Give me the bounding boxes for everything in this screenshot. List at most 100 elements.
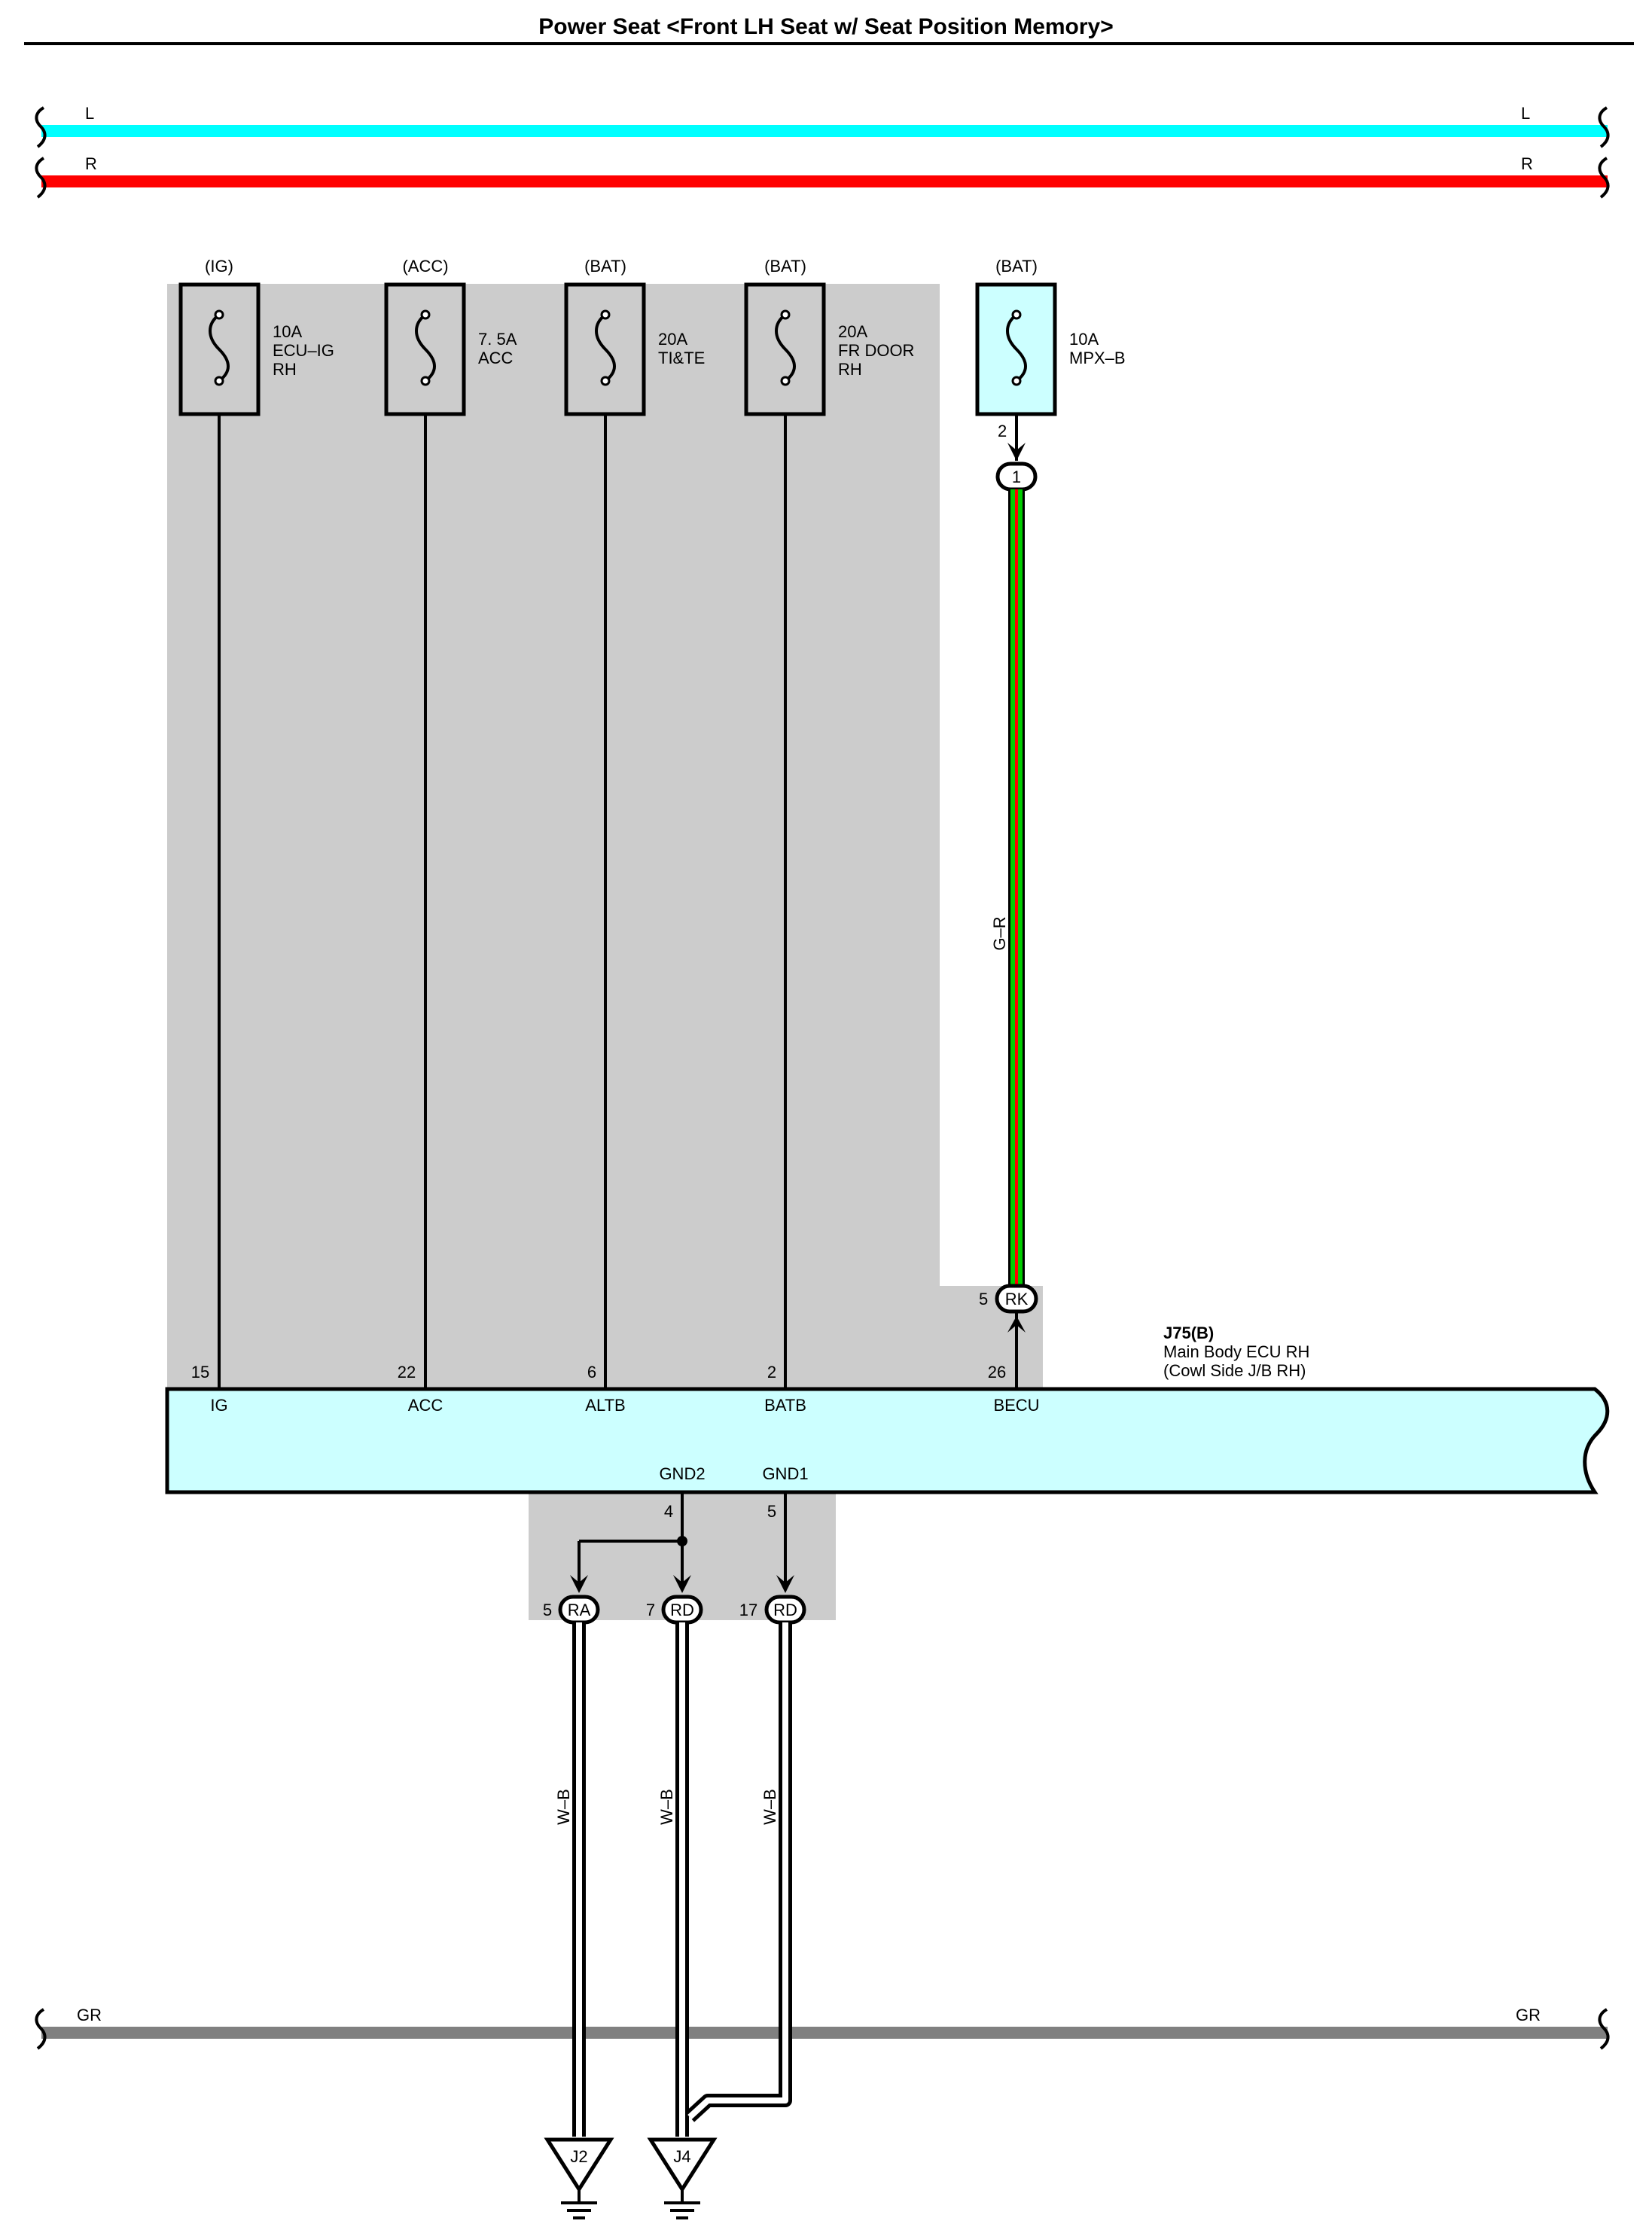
ground-triangle	[647, 2137, 718, 2193]
fuse-terminal	[1011, 376, 1022, 386]
bus-R-left-label: R	[85, 154, 97, 173]
fuse-element	[595, 313, 616, 382]
fuse-rating: 10A	[273, 322, 302, 341]
ground-wire-code: W–B	[554, 1789, 573, 1825]
fuse-terminal	[600, 376, 611, 386]
fuse-terminal	[214, 376, 224, 386]
ecu-pin-number: 6	[587, 1363, 596, 1382]
rk-pin-number: 5	[979, 1290, 988, 1308]
ground-circuit: 4 5 5 RA 7 RD 17 RD W–B W–B W–B J2	[543, 1492, 806, 2219]
fuse-name-2: RH	[273, 360, 297, 379]
bus-R-right-label: R	[1521, 154, 1533, 173]
bus-GR-left-break	[35, 2008, 47, 2050]
bus-L-right-break	[1598, 106, 1610, 148]
fuse-terminal	[780, 309, 791, 320]
fuse-element	[1006, 313, 1027, 382]
ground-label: J2	[570, 2147, 587, 2166]
ground-point-j2: J2	[544, 2137, 614, 2219]
fuse-mpx-b: (BAT) 10A MPX–B	[975, 257, 1126, 416]
fuse-pin-number: 2	[998, 422, 1007, 440]
fuse-name-2: RH	[838, 360, 862, 379]
ecu-pin-name: ALTB	[585, 1396, 625, 1415]
bus-L-left-break	[35, 106, 47, 148]
connector-1-label: 1	[1012, 468, 1021, 486]
ecu-name: Main Body ECU RH	[1163, 1342, 1309, 1361]
ground-wire-code: W–B	[657, 1789, 676, 1825]
fuse-element	[209, 313, 230, 382]
ground-pin-number: 4	[664, 1502, 673, 1521]
splice-point	[677, 1536, 687, 1546]
bus-GR: GR GR	[35, 2006, 1610, 2050]
connector-rd-label: RD	[670, 1601, 694, 1619]
fuse-name: ECU–IG	[273, 341, 334, 360]
connector-rd-label: RD	[773, 1601, 797, 1619]
fuse-rating: 20A	[658, 330, 687, 349]
fuse-name: MPX–B	[1069, 349, 1126, 367]
fuse-source: (IG)	[205, 257, 233, 276]
ground-wire-code: W–B	[760, 1789, 779, 1825]
fuse-ecu-ig-rh: (IG) 10A ECU–IG RH	[178, 257, 334, 416]
ecu-pin-number: 22	[398, 1363, 416, 1382]
bus-R-left-break	[35, 157, 47, 199]
wire-w-b-rd-17-inner	[687, 1622, 788, 2119]
bus-L: L L	[35, 104, 1610, 148]
fuse-terminal	[214, 309, 224, 320]
ecu-pin-number: 26	[988, 1363, 1006, 1382]
ground-connector-pin: 5	[543, 1601, 552, 1619]
ecu-pin-name: BECU	[993, 1396, 1039, 1415]
fuse-name: TI&TE	[658, 349, 705, 367]
connector-arrow	[570, 1575, 588, 1593]
ecu-ground-pin-name: GND2	[659, 1464, 705, 1483]
bus-L-right-label: L	[1521, 104, 1530, 123]
bus-GR-right-label: GR	[1516, 2006, 1541, 2024]
ground-triangle	[544, 2137, 614, 2193]
fuse-element	[415, 313, 436, 382]
bus-R: R R	[35, 154, 1610, 199]
ecu-pin-number: 2	[767, 1363, 776, 1382]
fuse-terminal	[420, 309, 431, 320]
ecu-box	[165, 1387, 1610, 1494]
connector-arrow	[673, 1575, 691, 1593]
fuse-element	[775, 313, 796, 382]
wire-g-r-stripe	[1015, 489, 1018, 1286]
ground-connector-pin: 7	[646, 1601, 655, 1619]
connector-arrow	[1007, 443, 1026, 461]
ground-point-j4: J4	[647, 2137, 718, 2219]
fuse-name: FR DOOR	[838, 341, 914, 360]
ground-connector-pin: 17	[739, 1601, 757, 1619]
fuse-rating: 10A	[1069, 330, 1099, 349]
ground-label: J4	[673, 2147, 690, 2166]
junction-block-wires	[218, 414, 787, 1389]
fuse-terminal	[1011, 309, 1022, 320]
bus-R-right-break	[1598, 157, 1610, 199]
ecu-ground-pin-name: GND1	[762, 1464, 808, 1483]
bus-GR-left-label: GR	[77, 2006, 102, 2024]
diagram-title: Power Seat <Front LH Seat w/ Seat Positi…	[538, 14, 1114, 39]
wire-color-code: G–R	[990, 916, 1009, 950]
ecu-location: (Cowl Side J/B RH)	[1163, 1361, 1306, 1380]
fuse-source: (BAT)	[764, 257, 806, 276]
fuse-source: (BAT)	[584, 257, 626, 276]
fuse-source: (BAT)	[995, 257, 1038, 276]
fuse-rating: 20A	[838, 322, 867, 341]
fuse-terminal	[600, 309, 611, 320]
ground-pin-number: 5	[767, 1502, 776, 1521]
ecu-pin-number: 15	[191, 1363, 209, 1382]
ecu-pin-name: BATB	[764, 1396, 806, 1415]
wire-mpx-b: 2 1 G–R 5 RK	[979, 414, 1038, 1389]
fuse-name: ACC	[478, 349, 514, 367]
ecu-code: J75(B)	[1163, 1324, 1214, 1342]
connector-ra-label: RA	[568, 1601, 591, 1619]
fuse-terminal	[780, 376, 791, 386]
ecu-pin-name: ACC	[408, 1396, 443, 1415]
fuse-rating: 7. 5A	[478, 330, 517, 349]
connector-rk-label: RK	[1005, 1290, 1029, 1308]
fuse-terminal	[420, 376, 431, 386]
connector-arrow	[776, 1575, 794, 1593]
bus-L-left-label: L	[85, 104, 94, 123]
bus-GR-right-break	[1598, 2008, 1610, 2050]
fuse-source: (ACC)	[402, 257, 448, 276]
ecu-pin-name: IG	[210, 1396, 227, 1415]
main-body-ecu: J75(B) Main Body ECU RH (Cowl Side J/B R…	[165, 1324, 1610, 1494]
